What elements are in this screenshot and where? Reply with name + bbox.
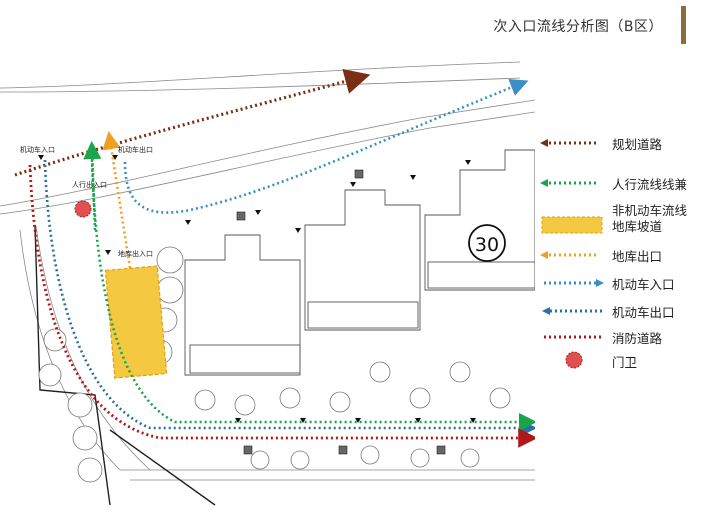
legend-pedestrian: 人行流线线兼 非机动车流线 [540, 172, 700, 218]
legend-label: 消防道路 [612, 331, 663, 346]
pedestrian-swatch [540, 179, 596, 187]
planned-road-flow [14, 68, 371, 177]
fire-road-flow [28, 164, 535, 448]
title-accent-bar [681, 6, 686, 44]
guard-swatch [565, 351, 583, 369]
building-number: 30 [475, 234, 499, 256]
garage-ramp [104, 265, 168, 379]
road-lines [0, 61, 535, 481]
label-vehicle-entry: 机动车入口 [20, 145, 55, 154]
legend-label-second-line: 非机动车流线 [612, 203, 688, 218]
garage-ramp-swatch [541, 216, 603, 234]
legend-vehicle-in: 机动车入口 [540, 272, 700, 294]
pedestrian-flow [90, 159, 535, 432]
vehicle-out-swatch [542, 307, 602, 315]
fire-road-swatch [544, 335, 602, 339]
vehicle-in-swatch [544, 279, 604, 287]
site-plan: 30 机动车入口 机动车出口 人行出入口 地库出入口 [0, 61, 535, 506]
garage-exit-swatch [540, 251, 596, 259]
legend-garage-ramp: 地库坡道 [540, 214, 700, 236]
pedestrian-flow-up [83, 140, 102, 231]
label-pedestrian-entry: 人行出入口 [72, 180, 107, 189]
legend-label: 机动车出口 [612, 305, 675, 320]
legend-guard: 门卫 [540, 350, 700, 372]
legend-garage-exit: 地库出口 [540, 244, 700, 266]
diagram-title: 次入口流线分析图（B区） [493, 19, 663, 35]
label-garage-entry: 地库出入口 [118, 249, 153, 258]
garage-exit-flow [102, 131, 132, 269]
legend-label: 门卫 [612, 355, 638, 370]
legend-label: 机动车入口 [612, 277, 675, 292]
planned-road-swatch [540, 139, 596, 147]
legend-planned-road: 规划道路 [540, 132, 700, 154]
entrance-markers [38, 155, 476, 423]
legend-label: 地库出口 [612, 249, 663, 264]
buildings [184, 149, 535, 376]
site-boundary [34, 224, 216, 506]
label-vehicle-exit: 机动车出口 [118, 145, 153, 154]
vent-squares [236, 169, 446, 455]
legend-vehicle-out: 机动车出口 [540, 300, 700, 322]
legend-label: 地库坡道 [612, 219, 663, 234]
building-number-circle [468, 224, 506, 262]
guard-house [74, 200, 92, 218]
legend-fire-road: 消防道路 [540, 326, 700, 348]
legend-label: 规划道路 [612, 137, 663, 152]
legend-label: 人行流线线兼 [612, 177, 688, 192]
